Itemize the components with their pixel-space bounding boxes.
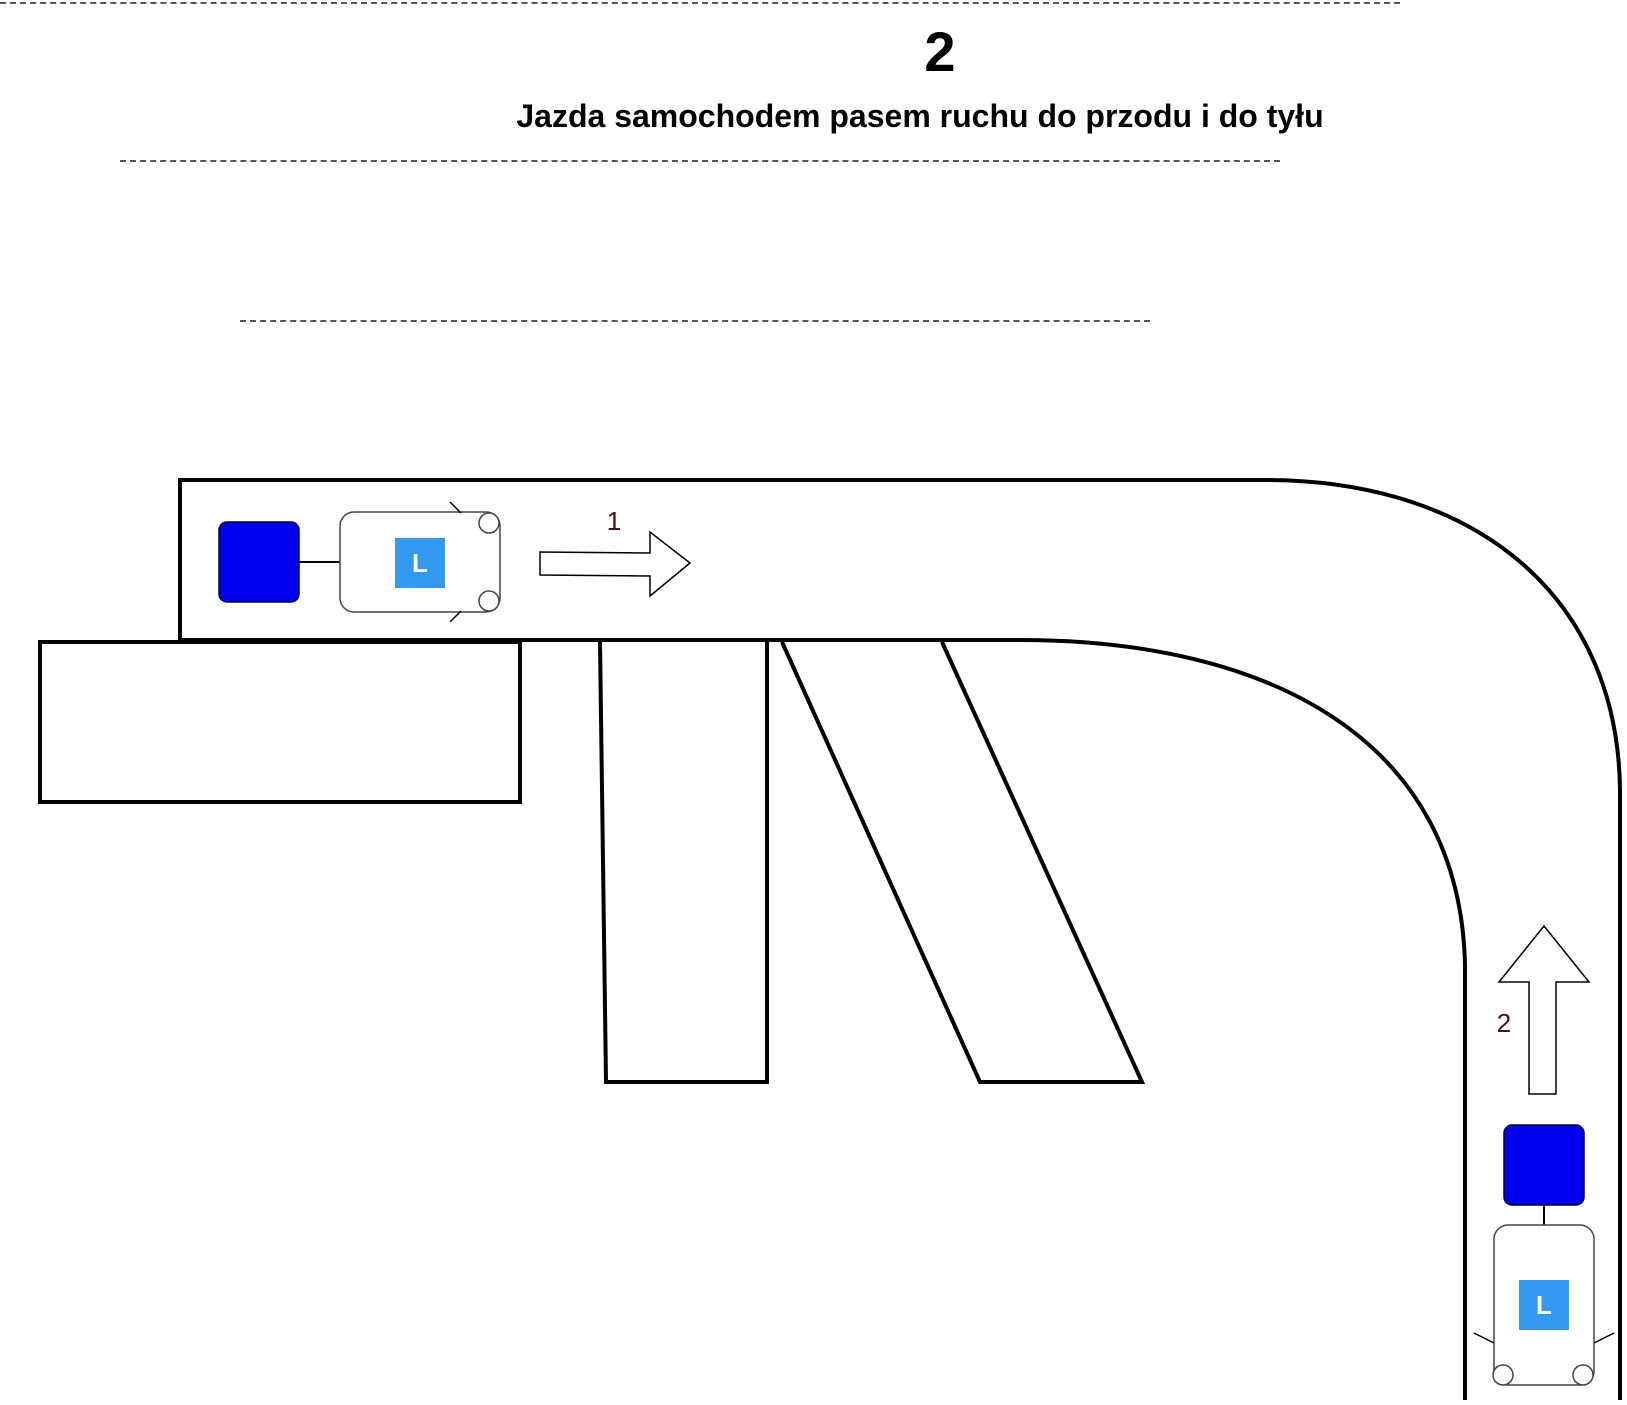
car-wheel-icon (478, 590, 500, 612)
car-mirror-icon (449, 501, 462, 514)
road-inner-edge (180, 638, 1467, 1400)
car-wheel-icon (1492, 1364, 1514, 1386)
car-wheel-icon (478, 512, 500, 534)
step-2-label: 2 (1497, 1008, 1511, 1038)
dashed-separator-middle (120, 160, 1280, 162)
car-wheel-icon (1572, 1364, 1594, 1386)
page-title: Jazda samochodem pasem ruchu do przodu i… (516, 98, 1324, 134)
cone-icon (1503, 1124, 1585, 1206)
direction-arrow-up-icon (1497, 924, 1591, 1095)
dashed-separator-top (0, 2, 1400, 4)
learner-badge (1519, 1280, 1569, 1330)
car-mirror-icon (1593, 1332, 1615, 1344)
parking-bay-straight (598, 641, 769, 1084)
step-1-label: 1 (607, 506, 621, 536)
parking-bay-angled (780, 641, 1146, 1084)
learner-badge-label: L (412, 548, 428, 578)
learner-badge (395, 538, 445, 588)
dashed-separator-lower (240, 320, 1150, 322)
cone-icon (218, 521, 300, 603)
building-block-left (38, 640, 522, 804)
page-number: 2 (924, 20, 956, 83)
car-mirror-icon (449, 610, 462, 623)
car-mirror-icon (1473, 1332, 1495, 1344)
car-1: L (218, 501, 501, 623)
car-2: L (1473, 1124, 1615, 1386)
learner-badge-label: L (1536, 1290, 1552, 1320)
direction-arrow-right-icon (539, 530, 692, 598)
road-outer-edge (178, 478, 1622, 1400)
